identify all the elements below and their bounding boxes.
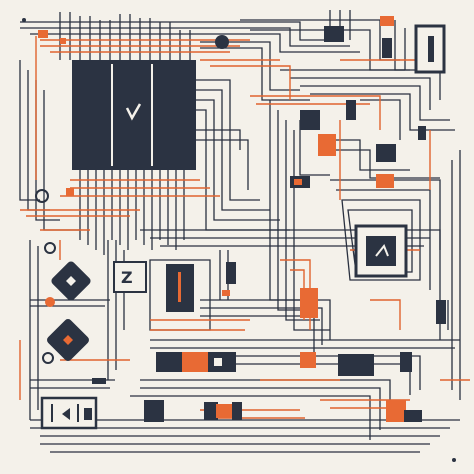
diamond-button-1 — [51, 261, 91, 301]
smd-capacitor — [380, 16, 394, 26]
orange-resistor — [300, 288, 318, 318]
bottom-chip-1 — [144, 400, 164, 422]
fuse-body — [204, 402, 218, 420]
right-edge-part — [436, 300, 446, 324]
resistor-vertical — [346, 100, 356, 120]
fuse-end — [232, 402, 242, 420]
block-orange-1 — [182, 352, 208, 372]
processor-chip — [72, 60, 196, 170]
battery-symbol — [40, 396, 98, 430]
fuse-cap — [216, 404, 232, 418]
led-orange — [45, 297, 55, 307]
pad-ring — [35, 189, 49, 203]
dot — [22, 18, 26, 22]
block-window — [214, 358, 222, 366]
square-chip — [354, 224, 408, 278]
dark-cap — [404, 410, 422, 422]
smd-component — [382, 38, 392, 58]
z-chip: Z — [113, 261, 147, 293]
ic-small — [300, 110, 320, 130]
dark-traces — [19, 10, 461, 453]
orange-chip — [300, 352, 316, 368]
block-dark-1 — [156, 352, 182, 372]
dark-chip-center — [166, 264, 194, 312]
smd-chip — [324, 26, 344, 42]
led-ring-2 — [42, 352, 54, 364]
orange-pad — [376, 174, 394, 188]
connector-block — [414, 24, 446, 74]
bottom-resistor — [92, 378, 106, 384]
regulator — [338, 354, 374, 376]
small-pad — [222, 290, 230, 296]
diamond-button-2 — [47, 319, 89, 361]
chip-check-mark — [125, 103, 142, 121]
led-ring — [44, 242, 56, 254]
via-hole — [215, 35, 229, 49]
resistor-small — [418, 126, 426, 140]
ic-small-2 — [376, 144, 396, 162]
smd-pad — [60, 38, 66, 44]
dot — [452, 458, 456, 462]
chip-marking-label: Z — [121, 268, 133, 287]
pad-orange — [66, 188, 74, 196]
orange-cap — [386, 400, 406, 422]
orange-block — [318, 134, 336, 156]
transistor-mark — [294, 179, 302, 185]
diode — [400, 352, 412, 372]
smd-resistor — [38, 30, 48, 38]
tall-resistor — [226, 262, 236, 284]
